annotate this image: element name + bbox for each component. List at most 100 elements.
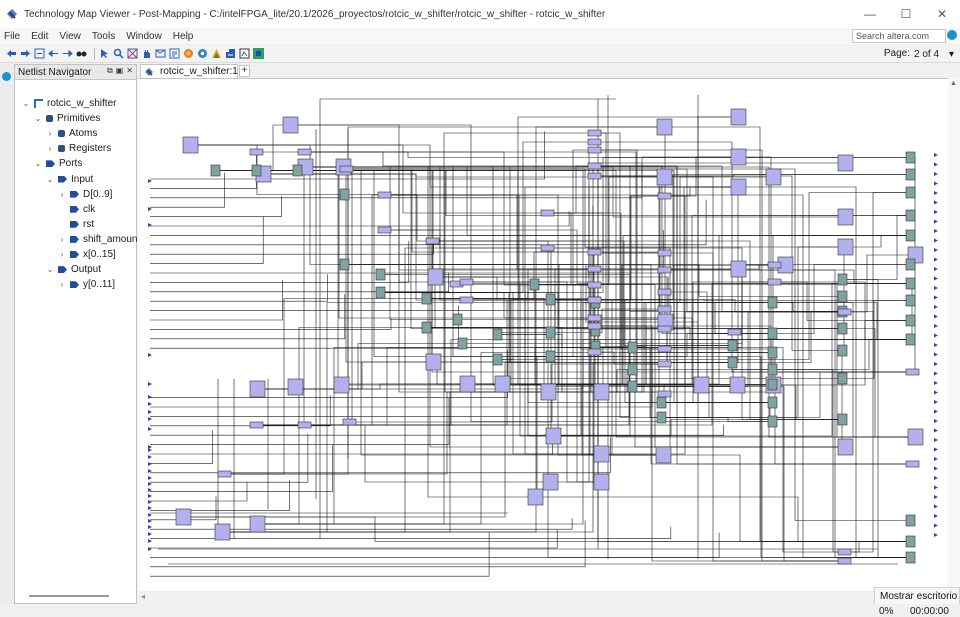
register-cell xyxy=(292,164,303,177)
desktop-tooltip: Mostrar escritorio xyxy=(874,587,960,605)
forward-icon[interactable] xyxy=(20,48,31,59)
net-wire xyxy=(391,229,906,284)
input-net-wire xyxy=(150,230,664,274)
zoom-icon[interactable] xyxy=(113,48,124,59)
input-net-wire xyxy=(150,361,653,408)
net-wire xyxy=(460,281,671,456)
add-tab-button[interactable]: + xyxy=(239,65,250,77)
chevron-down-icon[interactable]: ⌄ xyxy=(34,159,42,169)
netlist-icon[interactable] xyxy=(211,48,222,59)
color-icon[interactable] xyxy=(183,48,194,59)
chevron-right-icon[interactable]: › xyxy=(60,250,64,259)
tab-rotcic-w-shifter[interactable]: rotcic_w_shifter:1 xyxy=(140,64,238,78)
chevron-down-icon[interactable]: ⌄ xyxy=(34,114,42,124)
menu-view[interactable]: View xyxy=(59,30,81,42)
find-icon[interactable] xyxy=(76,48,87,59)
next-icon[interactable] xyxy=(62,48,73,59)
tree-item-registers[interactable]: ›Registers xyxy=(45,141,112,156)
chevron-right-icon[interactable]: › xyxy=(60,189,64,199)
tree-item-rst[interactable]: rst xyxy=(57,217,94,232)
output-port-pin xyxy=(934,371,938,376)
register-cell xyxy=(452,313,463,326)
chip-icon[interactable] xyxy=(253,48,264,59)
horizontal-scrollbar[interactable] xyxy=(29,595,109,597)
float-icon[interactable]: ▣ xyxy=(115,66,124,75)
help-globe-icon[interactable] xyxy=(947,30,957,40)
input-net-wire xyxy=(150,520,586,568)
chevron-right-icon[interactable]: › xyxy=(48,144,52,154)
filter-icon[interactable] xyxy=(155,48,166,59)
buffer-cell xyxy=(377,226,392,234)
logic-cell xyxy=(693,376,710,394)
buffer-cell xyxy=(657,360,672,368)
tree-item-d-0-9[interactable]: ›D[0..9] xyxy=(57,187,113,202)
fit-icon[interactable] xyxy=(127,48,138,59)
output-port-pin xyxy=(934,276,938,281)
hand-icon[interactable] xyxy=(141,48,152,59)
chevron-down-icon: ▾ xyxy=(948,48,954,60)
menu-window[interactable]: Window xyxy=(126,30,162,42)
output-port-pin xyxy=(934,495,938,499)
buffer-cell xyxy=(217,470,232,478)
menu-edit[interactable]: Edit xyxy=(31,30,49,42)
search-input[interactable]: Search altera.com xyxy=(852,29,946,43)
output-port-pin xyxy=(934,172,938,176)
chevron-right-icon[interactable]: › xyxy=(60,234,64,244)
logic-cell xyxy=(459,375,476,393)
menu-file[interactable]: File xyxy=(4,30,21,42)
schematic-canvas[interactable] xyxy=(138,78,960,591)
logic-cell xyxy=(837,438,854,456)
chevron-down-icon[interactable]: ⌄ xyxy=(22,99,30,108)
back-icon[interactable] xyxy=(6,48,17,59)
tree-item-x-0-15[interactable]: ›x[0..15] xyxy=(57,247,116,262)
register-cell xyxy=(905,314,916,327)
tree-item-label: shift_amount xyxy=(83,233,141,245)
tree-item-shift-amount[interactable]: › shift_amount xyxy=(57,232,141,247)
buffer-cell xyxy=(657,345,672,353)
register-cell xyxy=(767,378,778,391)
scroll-up-icon[interactable]: ▲ xyxy=(950,80,957,87)
register-cell xyxy=(767,415,778,428)
scroll-left-icon[interactable]: ◂ xyxy=(141,592,146,601)
tree-item-clk[interactable]: clk xyxy=(57,202,95,217)
chevron-down-icon[interactable]: ⌄ xyxy=(46,265,54,275)
output-port-pin xyxy=(934,286,938,290)
hierarchy-icon[interactable] xyxy=(169,48,180,59)
chevron-down-icon[interactable]: ⌄ xyxy=(46,174,54,184)
input-net-wire xyxy=(150,395,331,427)
tasks-icon[interactable] xyxy=(2,72,11,81)
tree-item-atoms[interactable]: ›Atoms xyxy=(45,126,98,141)
menu-tools[interactable]: Tools xyxy=(91,30,116,42)
buffer-cell xyxy=(587,322,602,330)
page-select[interactable]: 2 of 4 ▾ xyxy=(912,47,956,61)
tree-item-output[interactable]: ⌄Output xyxy=(45,262,101,277)
close-button[interactable]: ✕ xyxy=(936,7,948,21)
buffer-cell xyxy=(657,249,672,257)
tree-item-y-0-11[interactable]: ›y[0..11] xyxy=(57,277,115,292)
port-icon xyxy=(70,281,79,289)
tree-item-rotcic-w-shifter[interactable]: ⌄rotcic_w_shifter xyxy=(21,96,117,111)
select-icon[interactable] xyxy=(99,48,110,59)
minimize-button[interactable]: — xyxy=(864,7,876,21)
chevron-right-icon[interactable]: › xyxy=(48,129,52,139)
tree-item-ports[interactable]: ⌄Ports xyxy=(33,156,83,171)
tree-item-input[interactable]: ⌄Input xyxy=(45,172,94,187)
net-wire xyxy=(231,391,541,475)
export-icon[interactable] xyxy=(225,48,236,59)
input-net-wire xyxy=(150,482,248,502)
net-wire xyxy=(475,299,546,385)
chevron-right-icon[interactable]: › xyxy=(60,280,64,290)
layout-icon[interactable] xyxy=(239,48,250,59)
net-wire xyxy=(528,496,915,542)
pin-icon[interactable]: ⧉ xyxy=(107,66,113,75)
horizontal-scrollbar-canvas[interactable]: ◂ xyxy=(138,591,960,603)
input-net-wire xyxy=(150,526,672,539)
close-icon[interactable]: ✕ xyxy=(126,66,133,75)
vertical-scrollbar[interactable]: ▲ xyxy=(948,78,960,591)
refresh-icon[interactable] xyxy=(34,48,45,59)
menu-help[interactable]: Help xyxy=(172,30,194,42)
settings-icon[interactable] xyxy=(197,48,208,59)
tree-item-primitives[interactable]: ⌄Primitives xyxy=(33,111,101,126)
previous-icon[interactable] xyxy=(48,48,59,59)
maximize-button[interactable]: ☐ xyxy=(900,7,912,21)
